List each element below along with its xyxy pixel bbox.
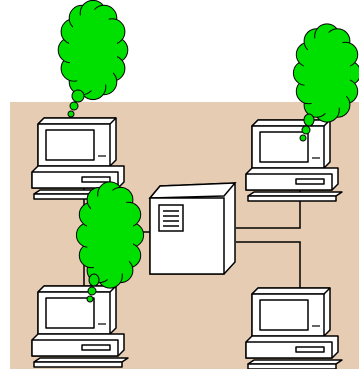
drive-slot (82, 345, 110, 350)
keyboard-front (248, 196, 336, 201)
cloud-core (86, 190, 133, 280)
pc-top-right-computer-icon (246, 120, 342, 201)
thought-bubble (72, 90, 84, 102)
cloud-core (303, 33, 350, 114)
drive-slot (296, 347, 324, 352)
server-icon (150, 183, 235, 274)
thought-bubble (302, 126, 310, 134)
thought-bubble (89, 274, 99, 286)
thought-bubble (88, 287, 96, 295)
thought-bubble (304, 114, 314, 126)
keyboard-front (34, 362, 122, 367)
cloud-core (69, 10, 118, 91)
monitor-screen (260, 300, 308, 330)
thought-bubble (70, 102, 78, 110)
thought-bubble (68, 111, 74, 117)
server-top (150, 183, 235, 198)
server-drive-bay (159, 205, 183, 231)
monitor-top (38, 118, 116, 124)
monitor-screen (46, 130, 94, 160)
drive-slot (82, 177, 110, 182)
pc-bottom-left-computer-icon (32, 286, 128, 367)
pc-bottom-right-computer-icon (246, 288, 342, 369)
monitor-top (252, 120, 330, 126)
thought-bubble (87, 296, 93, 302)
monitor-top (252, 288, 330, 294)
monitor-screen (46, 298, 94, 328)
pc-top-left-thought-cloud (58, 0, 128, 117)
drive-slot (296, 179, 324, 184)
keyboard-front (248, 364, 336, 369)
thought-bubble (300, 135, 306, 141)
